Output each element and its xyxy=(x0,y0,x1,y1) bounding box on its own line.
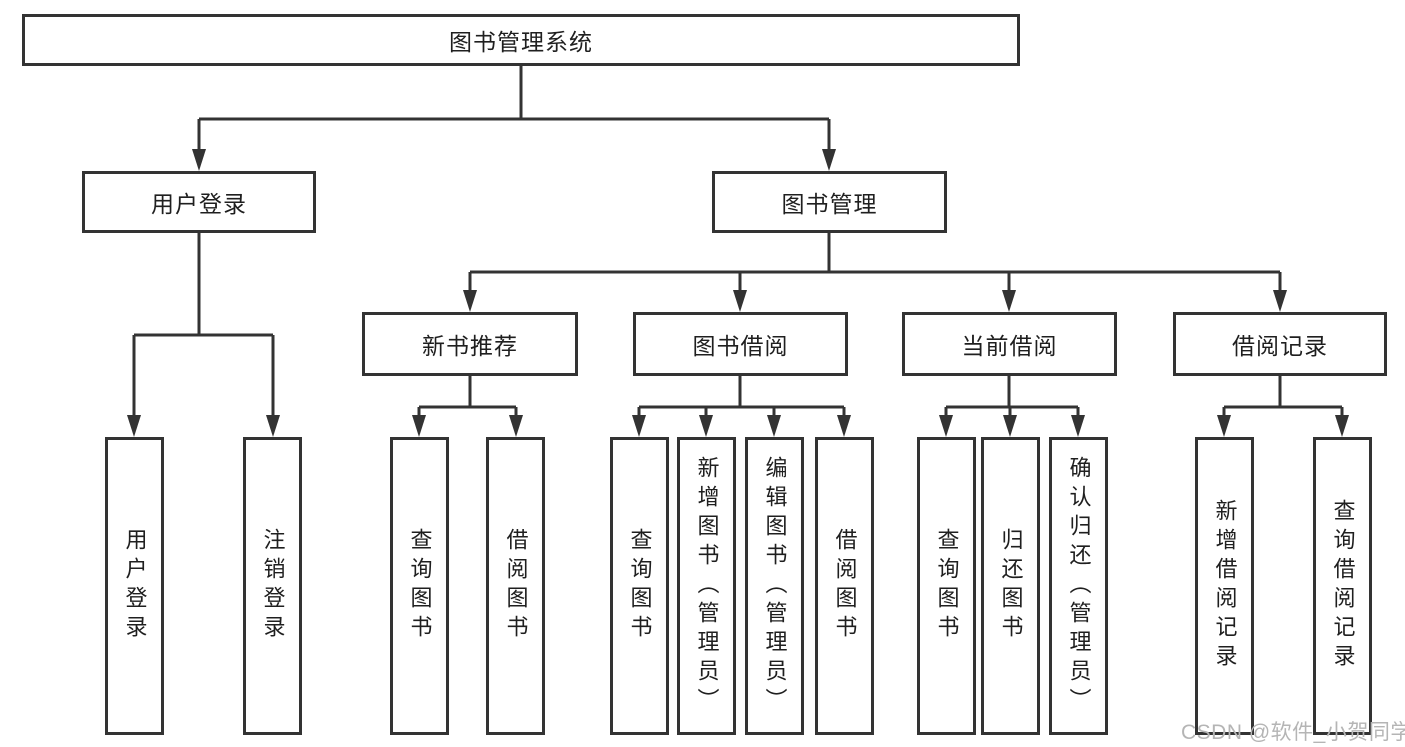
arrowhead xyxy=(1273,290,1287,312)
connector-root-level2 xyxy=(197,66,831,150)
leaf-borrow-books-recommend: 借阅图书 xyxy=(486,437,545,735)
arrowhead xyxy=(509,415,523,437)
connector-current-children xyxy=(944,376,1080,416)
arrowhead xyxy=(1002,290,1016,312)
arrowhead xyxy=(266,415,280,437)
csdn-watermark: CSDN @软件_小贺同学 xyxy=(1181,721,1405,744)
leaf-add-books-admin: 新增图书（管理员） xyxy=(677,437,736,735)
arrowhead xyxy=(939,415,953,437)
arrowhead xyxy=(837,415,851,437)
node-user-login-branch: 用户登录 xyxy=(82,171,316,233)
arrowhead xyxy=(463,290,477,312)
leaf-edit-books-admin: 编辑图书（管理员） xyxy=(745,437,804,735)
arrowhead xyxy=(192,149,206,171)
node-system-root: 图书管理系统 xyxy=(22,14,1020,66)
arrowhead xyxy=(822,149,836,171)
leaf-borrow-books: 借阅图书 xyxy=(815,437,874,735)
arrowhead xyxy=(733,290,747,312)
leaf-query-books-borrow: 查询图书 xyxy=(610,437,669,735)
node-book-management-branch: 图书管理 xyxy=(712,171,947,233)
connector-borrow-children xyxy=(637,376,846,416)
leaf-query-books-current: 查询图书 xyxy=(917,437,976,735)
connector-bookmgmt-sections xyxy=(468,233,1282,291)
connector-userlogin-children xyxy=(132,233,275,416)
leaf-user-login: 用户登录 xyxy=(105,437,164,735)
arrowhead xyxy=(767,415,781,437)
arrowhead xyxy=(632,415,646,437)
node-borrow-records: 借阅记录 xyxy=(1173,312,1387,376)
connector-records-children xyxy=(1222,376,1344,416)
node-current-borrow: 当前借阅 xyxy=(902,312,1117,376)
leaf-add-borrow-record: 新增借阅记录 xyxy=(1195,437,1254,735)
arrowhead xyxy=(127,415,141,437)
leaf-confirm-return-admin: 确认归还（管理员） xyxy=(1049,437,1108,735)
node-new-book-recommend: 新书推荐 xyxy=(362,312,578,376)
node-book-borrow: 图书借阅 xyxy=(633,312,848,376)
arrowhead xyxy=(1335,415,1349,437)
arrowhead xyxy=(1071,415,1085,437)
arrowhead xyxy=(1003,415,1017,437)
leaf-logout: 注销登录 xyxy=(243,437,302,735)
connector-newbooks-children xyxy=(417,376,518,416)
arrowhead xyxy=(1217,415,1231,437)
leaf-return-books: 归还图书 xyxy=(981,437,1040,735)
leaf-query-books-recommend: 查询图书 xyxy=(390,437,449,735)
arrowhead xyxy=(412,415,426,437)
arrowhead xyxy=(699,415,713,437)
leaf-query-borrow-record: 查询借阅记录 xyxy=(1313,437,1372,735)
